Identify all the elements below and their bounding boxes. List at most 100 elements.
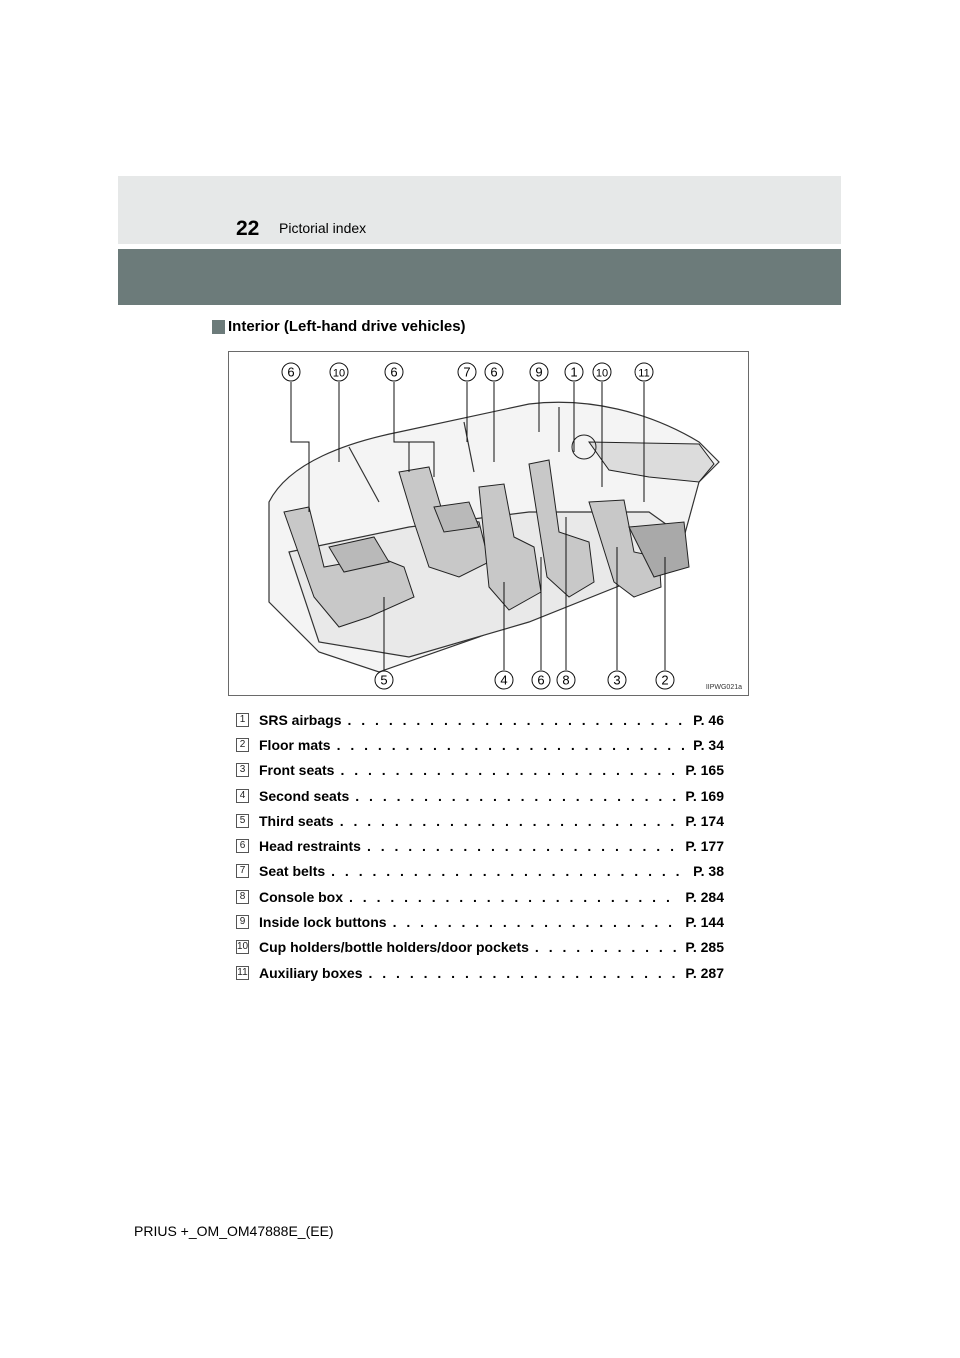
- callout-circle: [374, 670, 394, 690]
- index-row: 7 Seat belts . . . . . . . . . . . . . . .…: [236, 859, 724, 884]
- item-page-link[interactable]: P. 169: [685, 787, 724, 804]
- callout-circle: [655, 670, 675, 690]
- callouts-bottom: 5 4 6 8 3 2: [374, 670, 675, 690]
- index-row: 11 Auxiliary boxes . . . . . . . . . . . .…: [236, 960, 724, 985]
- item-number: 6: [236, 839, 249, 854]
- callout-circle: [564, 362, 584, 382]
- leader-dots: . . . . . . . . . . . . . . . . . . . . …: [366, 838, 679, 855]
- section-title: Interior (Left-hand drive vehicles): [228, 318, 466, 335]
- page-number: 22: [236, 217, 260, 240]
- item-number: 3: [236, 763, 249, 778]
- item-number: 11: [236, 965, 249, 980]
- item-label: Console box: [259, 888, 344, 905]
- section-name: Pictorial index: [279, 220, 367, 236]
- callout-number: 1: [570, 365, 577, 380]
- callout-circle: [281, 362, 301, 382]
- item-number: 1: [236, 712, 249, 727]
- item-number: 7: [236, 864, 249, 879]
- item-number: 5: [236, 813, 249, 828]
- callout-number: 10: [333, 368, 345, 380]
- leader-dots: . . . . . . . . . . . . . . . . . . . . …: [339, 812, 680, 829]
- callout-number: 3: [613, 673, 620, 688]
- index-row: 3 Front seats . . . . . . . . . . . . . . …: [236, 758, 724, 783]
- callout-number: 5: [380, 673, 387, 688]
- item-page-link[interactable]: P. 177: [685, 838, 724, 855]
- callout-circle: [329, 362, 349, 382]
- header-band: [118, 176, 841, 244]
- index-row: 6 Head restraints . . . . . . . . . . . . …: [236, 833, 724, 858]
- item-page-link[interactable]: P. 38: [693, 863, 724, 880]
- index-row: 9 Inside lock buttons . . . . . . . . . . …: [236, 909, 724, 934]
- item-number: 4: [236, 788, 249, 803]
- callout-circle: [531, 670, 551, 690]
- item-label: Inside lock buttons: [259, 914, 387, 931]
- leader-dots: . . . . . . . . . . . . . . . . . . . . …: [331, 863, 687, 880]
- index-row: 8 Console box . . . . . . . . . . . . . . …: [236, 884, 724, 909]
- item-number: 8: [236, 889, 249, 904]
- callout-number: 7: [463, 365, 470, 380]
- item-label: Third seats: [259, 812, 334, 829]
- item-page-link[interactable]: P. 34: [693, 736, 724, 753]
- item-label: Front seats: [259, 762, 335, 779]
- callout-number: 8: [562, 673, 569, 688]
- callout-circle: [457, 362, 477, 382]
- item-page-link[interactable]: P. 284: [685, 888, 724, 905]
- leader-dots: . . . . . . . . . . . . . . . . . . . . …: [347, 711, 687, 728]
- leader-dots: . . . . . . . . . . . . . . . . . . . . …: [349, 888, 679, 905]
- callout-number: 10: [596, 368, 608, 380]
- item-page-link[interactable]: P. 46: [693, 711, 724, 728]
- leader-dots: . . . . . . . . . . . . . . . . . . . . …: [355, 787, 680, 804]
- header-bar: [118, 249, 841, 305]
- callout-number: 6: [390, 365, 397, 380]
- leader-dots: . . . . . . . . . . . . . . . . . . . . …: [368, 964, 680, 981]
- item-number: 10: [236, 940, 249, 955]
- callout-circle: [592, 362, 612, 382]
- callout-number: 6: [490, 365, 497, 380]
- callout-number: 6: [537, 673, 544, 688]
- index-row: 1 SRS airbags . . . . . . . . . . . . . . …: [236, 707, 724, 732]
- callout-number: 9: [535, 365, 542, 380]
- leader-dots: . . . . . . . . . . . . . . . . . . . . …: [340, 762, 679, 779]
- interior-illustration: 6 10 6 7 6 9 1 10 11 5 4 6 8 3 2 IIPWG021a: [228, 351, 749, 696]
- callouts-top: 6 10 6 7 6 9 1 10 11: [281, 362, 654, 382]
- item-page-link[interactable]: P. 144: [685, 914, 724, 931]
- leader-dots: . . . . . . . . . . . . . . . . . . . . …: [336, 736, 688, 753]
- index-row: 10 Cup holders/bottle holders/door pocket…: [236, 935, 724, 960]
- leader-dots: . . . . . . . . . . . . . . . . . . . . …: [392, 914, 680, 931]
- item-label: Cup holders/bottle holders/door pockets: [259, 939, 529, 956]
- callout-circle: [634, 362, 654, 382]
- callout-number: 11: [638, 368, 649, 380]
- index-row: 4 Second seats . . . . . . . . . . . . . .…: [236, 783, 724, 808]
- item-number: 2: [236, 737, 249, 752]
- index-list: 1 SRS airbags . . . . . . . . . . . . . . …: [236, 707, 724, 985]
- item-page-link[interactable]: P. 165: [685, 762, 724, 779]
- item-page-link[interactable]: P. 287: [685, 964, 724, 981]
- footer-code: PRIUS +_OM_OM47888E_(EE): [134, 1223, 334, 1239]
- heading-marker-icon: [212, 319, 225, 334]
- item-label: Floor mats: [259, 736, 331, 753]
- leader-dots: . . . . . . . . . . . . . . . . . . . . …: [534, 939, 680, 956]
- index-row: 2 Floor mats . . . . . . . . . . . . . . .…: [236, 732, 724, 757]
- index-row: 5 Third seats . . . . . . . . . . . . . . …: [236, 808, 724, 833]
- callout-number: 6: [287, 365, 294, 380]
- item-label: SRS airbags: [259, 711, 342, 728]
- callout-circle: [556, 670, 576, 690]
- callout-circle: [494, 670, 514, 690]
- item-page-link[interactable]: P. 174: [685, 812, 724, 829]
- callout-number: 4: [500, 673, 507, 688]
- item-label: Head restraints: [259, 838, 361, 855]
- item-label: Seat belts: [259, 863, 326, 880]
- callout-number: 2: [661, 673, 668, 688]
- callout-circle: [384, 362, 404, 382]
- callout-layer: 6 10 6 7 6 9 1 10 11 5 4 6 8 3 2: [281, 362, 675, 690]
- item-label: Auxiliary boxes: [259, 964, 363, 981]
- callout-circle: [529, 362, 549, 382]
- callout-circle: [484, 362, 504, 382]
- figure-code: IIPWG021a: [705, 684, 742, 691]
- item-label: Second seats: [259, 787, 350, 804]
- item-page-link[interactable]: P. 285: [685, 939, 724, 956]
- item-number: 9: [236, 915, 249, 930]
- car-interior-drawing: [268, 382, 720, 673]
- callout-circle: [607, 670, 627, 690]
- section-heading: Interior (Left-hand drive vehicles): [212, 318, 466, 335]
